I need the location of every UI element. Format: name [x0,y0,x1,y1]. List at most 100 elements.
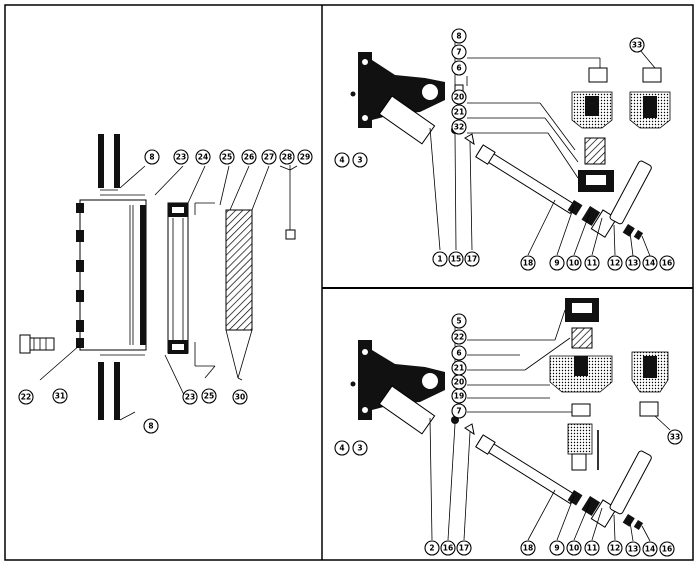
svg-text:4: 4 [339,156,344,165]
callout-tr-4: 4 [334,152,350,168]
callout-tr-33: 33 [629,37,645,53]
callout-left-30: 30 [232,389,248,405]
svg-text:17: 17 [467,255,477,264]
callout-tr-3: 3 [352,152,368,168]
svg-text:25: 25 [204,392,214,401]
callout-br-6: 6 [451,345,467,361]
callout-tr-15: 15 [448,251,464,267]
callout-left-26: 26 [241,149,257,165]
svg-text:14: 14 [645,259,655,268]
svg-text:22: 22 [21,393,31,402]
svg-text:22: 22 [454,333,464,342]
callout-br-21: 21 [451,360,467,376]
callout-br-7: 7 [451,403,467,419]
callout-br-3: 3 [352,440,368,456]
svg-text:15: 15 [451,255,461,264]
callout-left-25b: 25 [201,388,217,404]
callout-br-33: 33 [667,429,683,445]
callout-left-27: 27 [261,149,277,165]
svg-text:23: 23 [185,393,195,402]
svg-text:10: 10 [569,259,579,268]
left-panel-gauge-glass-drawing [19,134,298,421]
callout-br-18: 18 [520,540,536,556]
svg-text:12: 12 [610,259,620,268]
callout-tr-8: 8 [451,28,467,44]
svg-text:33: 33 [632,41,642,50]
svg-text:13: 13 [628,545,638,554]
callout-tr-14: 14 [642,255,658,271]
svg-text:31: 31 [55,392,65,401]
callout-left-25a: 25 [219,149,235,165]
svg-text:19: 19 [454,392,464,401]
svg-text:4: 4 [339,444,344,453]
callout-br-10: 10 [566,540,582,556]
svg-text:21: 21 [454,364,464,373]
svg-text:8: 8 [149,153,154,162]
callout-tr-11: 11 [584,255,600,271]
svg-text:6: 6 [456,64,461,73]
panel-frames [4,4,694,561]
svg-text:3: 3 [357,156,362,165]
callout-br-22: 22 [451,329,467,345]
svg-text:20: 20 [454,378,464,387]
callout-left-22: 22 [18,389,34,405]
callout-br-9: 9 [549,540,565,556]
callout-left-29: 29 [297,149,313,165]
svg-text:32: 32 [454,123,464,132]
svg-text:16: 16 [662,545,672,554]
callout-br-5: 5 [451,313,467,329]
callout-tr-13: 13 [625,255,641,271]
svg-text:26: 26 [244,153,254,162]
callout-br-20: 20 [451,374,467,390]
svg-text:21: 21 [454,108,464,117]
top-right-callouts: 8 7 6 33 4 3 20 21 32 1 15 17 18 9 10 11… [334,28,675,271]
callout-tr-18: 18 [520,255,536,271]
svg-text:8: 8 [456,32,461,41]
callout-left-24: 24 [195,149,211,165]
callout-br-11: 11 [584,540,600,556]
svg-text:12: 12 [610,544,620,553]
callout-br-14: 14 [642,541,658,557]
svg-text:18: 18 [523,544,533,553]
callout-left-23a: 23 [173,149,189,165]
svg-text:14: 14 [645,545,655,554]
svg-text:30: 30 [235,393,245,402]
svg-text:9: 9 [554,544,559,553]
svg-text:7: 7 [456,407,461,416]
callout-left-23b: 23 [182,389,198,405]
svg-text:33: 33 [670,433,680,442]
callout-br-4: 4 [334,440,350,456]
callout-br-13: 13 [625,541,641,557]
svg-text:8: 8 [148,422,153,431]
callout-left-8a: 8 [144,149,160,165]
callout-br-16b: 16 [659,541,675,557]
svg-text:5: 5 [456,317,461,326]
svg-text:11: 11 [587,259,597,268]
callout-tr-16: 16 [659,255,675,271]
top-right-valve-assembly [350,39,671,257]
bottom-right-callouts: 5 22 6 21 20 19 7 4 3 33 2 16 17 18 9 10… [334,313,683,557]
svg-text:27: 27 [264,153,274,162]
svg-text:6: 6 [456,349,461,358]
callout-br-2: 2 [424,540,440,556]
callout-left-31: 31 [52,388,68,404]
callout-tr-10: 10 [566,255,582,271]
callout-tr-7: 7 [451,44,467,60]
left-callouts: 8 23 24 25 26 27 28 29 22 31 23 25 30 8 [18,149,313,434]
svg-text:1: 1 [437,255,442,264]
callout-tr-1: 1 [432,251,448,267]
callout-left-28: 28 [279,149,295,165]
callout-left-8b: 8 [143,418,159,434]
svg-text:10: 10 [569,544,579,553]
callout-tr-12: 12 [607,255,623,271]
svg-text:2: 2 [429,544,434,553]
svg-text:13: 13 [628,259,638,268]
callout-br-12: 12 [607,540,623,556]
svg-text:28: 28 [282,153,292,162]
svg-text:29: 29 [300,153,310,162]
bottom-right-valve-assembly [350,298,671,542]
callout-br-19: 19 [451,388,467,404]
svg-text:11: 11 [587,544,597,553]
svg-text:18: 18 [523,259,533,268]
